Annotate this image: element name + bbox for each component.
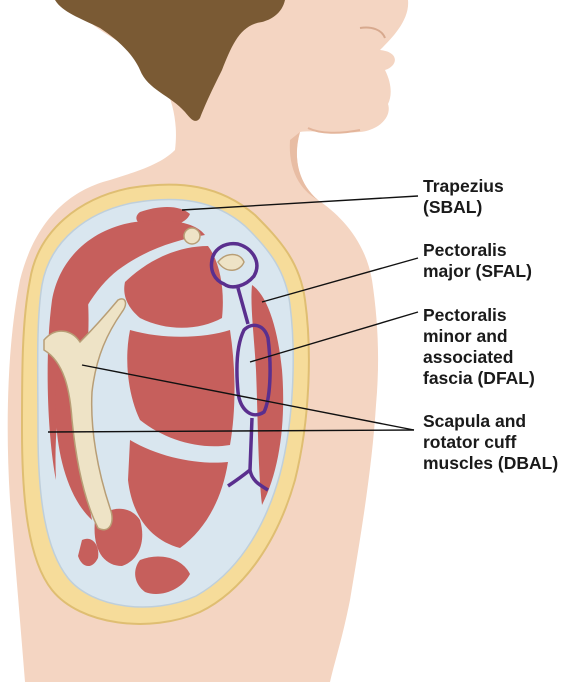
label-trapezius: Trapezius (SBAL): [423, 176, 504, 218]
label-scapula: Scapula and rotator cuff muscles (DBAL): [423, 411, 558, 474]
label-pectoralis-minor: Pectoralis minor and associated fascia (…: [423, 305, 535, 389]
coracoid-process: [184, 228, 200, 244]
label-pectoralis-major: Pectoralis major (SFAL): [423, 240, 532, 282]
